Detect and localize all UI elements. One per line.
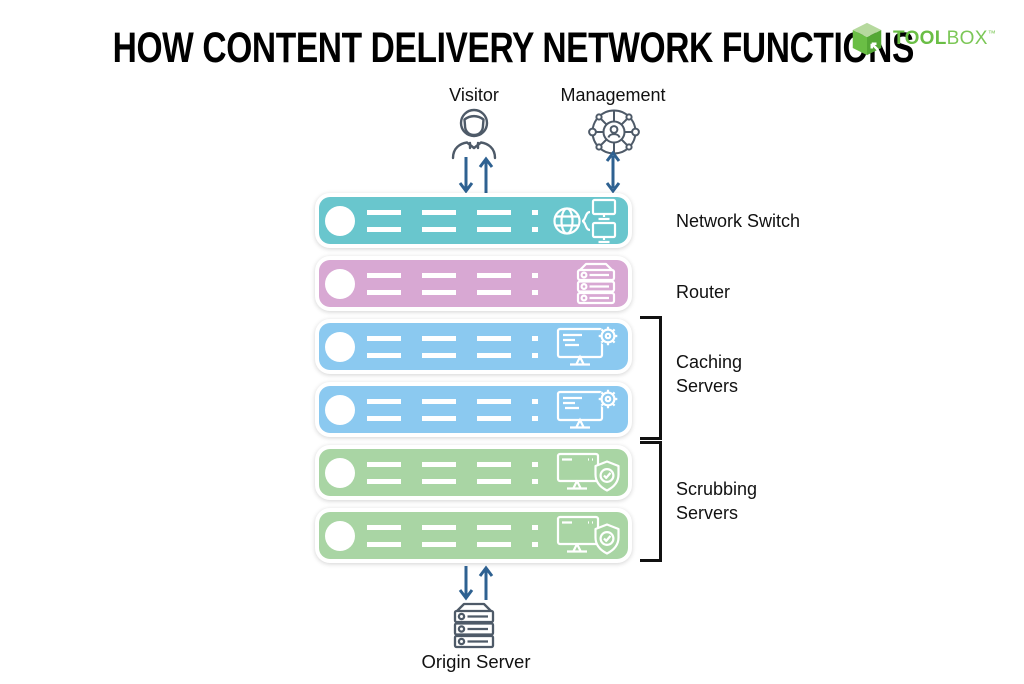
- logo-tm-text: ™: [987, 29, 996, 38]
- visitor-down-arrow: [458, 157, 474, 194]
- monitor-shield-icon: [556, 515, 620, 555]
- bar-dashes: [367, 392, 538, 427]
- origin-server-label: Origin Server: [421, 651, 531, 672]
- bar-circle: [325, 331, 355, 362]
- visitor-up-arrow: [478, 156, 494, 193]
- bar-caching-server-1: [315, 319, 632, 374]
- logo-box-text: BOX: [946, 28, 988, 49]
- bar-circle: [325, 205, 355, 236]
- monitor-shield-icon: [556, 452, 620, 492]
- bar-dashes: [367, 266, 538, 301]
- router-label: Router: [676, 282, 731, 302]
- globe-monitors-icon: [553, 198, 617, 243]
- globe-network-icon: [588, 109, 640, 155]
- bar-circle: [325, 394, 355, 425]
- bar-dashes: [367, 518, 538, 553]
- monitor-gear-icon: [556, 325, 618, 366]
- bar-router: [315, 256, 632, 311]
- person-icon: [451, 108, 497, 160]
- caching-bracket: [640, 316, 662, 440]
- bar-circle: [325, 457, 355, 488]
- bar-circle: [325, 520, 355, 551]
- management-label: Management: [560, 85, 666, 105]
- bar-dashes: [367, 455, 538, 490]
- visitor-label: Visitor: [449, 85, 499, 105]
- caching-servers-label: Caching Servers: [676, 352, 743, 396]
- server-stack-icon: [576, 262, 616, 305]
- server-stack-icon: [453, 602, 495, 649]
- network-switch-label: Network Switch: [676, 211, 801, 231]
- bar-scrubbing-server-1: [315, 445, 632, 500]
- bar-caching-server-2: [315, 382, 632, 437]
- bar-scrubbing-server-2: [315, 508, 632, 563]
- management-double-arrow: [605, 150, 621, 194]
- scrubbing-bracket: [640, 441, 662, 562]
- monitor-gear-icon: [556, 388, 618, 429]
- bar-dashes: [367, 203, 538, 238]
- origin-up-arrow: [478, 565, 494, 600]
- logo-tool-text: TOOL: [893, 28, 947, 49]
- origin-down-arrow: [458, 566, 474, 601]
- page-title: HOW CONTENT DELIVERY NETWORK FUNCTIONS: [112, 24, 915, 72]
- cube-arrow-icon: [852, 22, 882, 56]
- bar-network-switch: [315, 193, 632, 248]
- bar-dashes: [367, 329, 538, 364]
- scrubbing-servers-label: Scrubbing Servers: [676, 479, 758, 523]
- bar-circle: [325, 268, 355, 299]
